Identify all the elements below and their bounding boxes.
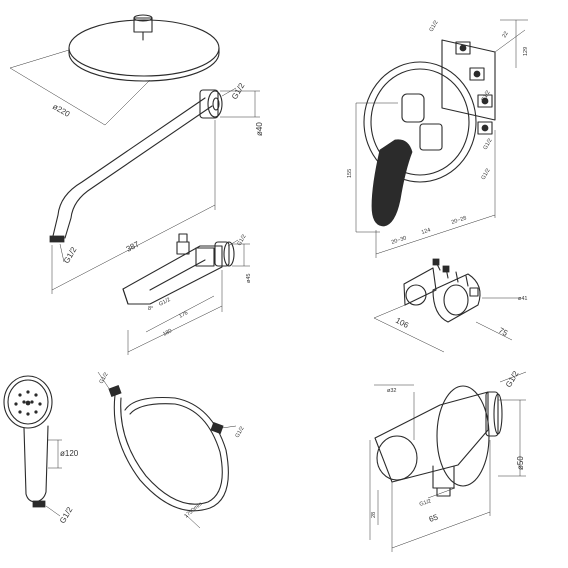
wall-outlet: ø32 G1/2 ø50 28 65 G1/2 [369,369,527,552]
holder-screws [432,258,469,287]
outlet-thread-label: G1/2 [504,369,521,389]
mixer-r3-label: G1/2 [483,138,494,151]
mixer-top-label: 22 [502,31,510,39]
head-diameter-label: ø220 [51,102,72,119]
hand-shower: ø120 G1/2 [3,375,79,525]
holder-diameter-label: ø41 [518,296,527,302]
arm-length-label: 387 [125,239,141,253]
mixer-right-bottom-label: 20~28 [451,215,468,225]
mixer-r2-label: G1/2 [481,90,492,103]
arm-thread-label: G1/2 [62,245,79,265]
holder-depth-label: 75 [497,326,510,338]
holder-length-label: 106 [394,316,410,330]
concealed-mixer: 155 20~30 124 20~28 22 129 G1/2 G1/2 G1/… [347,20,529,258]
spout-height-label: ø45 [246,274,252,283]
bath-spout: ø45 G1/2 180 176 8° G1/2 [122,233,252,355]
shower-arm: ø40 G1/2 387 G1/2 [49,81,264,294]
hose-end-thread-label: G1/2 [235,426,246,439]
mixer-r4-label: G1/2 [481,168,492,181]
shower-hose: G1/2 G1/2 1750mm [97,372,246,529]
outlet-top-label: ø32 [387,388,396,394]
hand-diameter-label: ø120 [60,449,79,458]
spout-inner-thread-label: G1/2 [158,297,171,308]
mixer-r1-label: G1/2 [429,20,440,33]
spout-length-b-label: 180 [162,328,173,338]
mixer-top-right-label: 129 [523,47,529,56]
spout-thread-label: G1/2 [237,234,248,247]
outlet-height-label: ø50 [516,456,525,470]
mixer-side-label: 155 [347,169,353,178]
outlet-left-label: 28 [371,512,377,518]
hose-top-thread-label: G1/2 [99,372,110,385]
outlet-width-label: 65 [428,512,440,523]
wall-holder: 106 75 ø41 [373,258,527,353]
mixer-left-bottom-label: 20~30 [391,235,408,245]
spout-length-a-label: 176 [178,310,189,320]
mixer-mid-bottom-label: 124 [421,227,432,236]
spray-nozzles [14,390,42,416]
hand-bottom-thread-label: G1/2 [58,505,75,525]
head-height-label: ø40 [255,122,264,136]
outlet-bottom-thread-label: G1/2 [419,499,432,508]
rain-shower-head: ø220 [9,14,220,126]
spout-angle-label: 8° [148,306,153,312]
